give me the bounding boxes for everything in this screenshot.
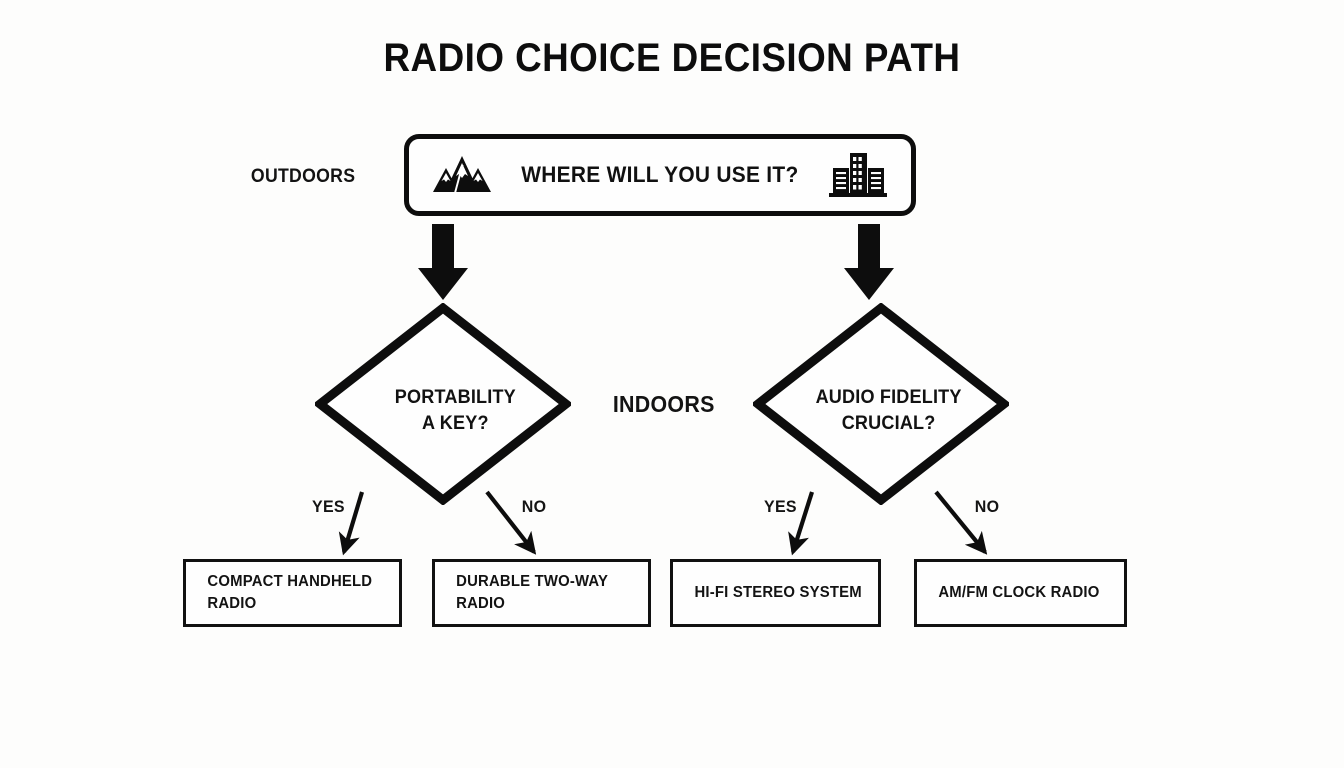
decision-label-line2: A KEY? [422, 413, 489, 434]
outcome-label-line1: HI-FI STEREO SYSTEM [694, 584, 862, 602]
decision-label-line2: CRUCIAL? [841, 413, 936, 434]
outcome-node-durable-two-way-radio[interactable]: DURABLE TWO-WAY RADIO [432, 559, 651, 627]
branch-label-audio-fidelity-yes: YES [764, 497, 797, 516]
city-buildings-icon [827, 151, 889, 199]
outcome-label-line1: COMPACT HANDHELD [207, 573, 373, 591]
outcome-node-label: HI-FI STEREO SYSTEM [694, 582, 861, 604]
branch-label-portability-yes: YES [312, 497, 345, 516]
mountains-icon [431, 151, 493, 199]
outcome-node-amfm-clock-radio[interactable]: AM/FM CLOCK RADIO [914, 559, 1127, 627]
outcome-node-label: COMPACT HANDHELD RADIO [207, 571, 372, 614]
outcome-label-line1: AM/FM CLOCK RADIO [938, 584, 1100, 602]
edge-label-indoors: INDOORS [612, 391, 715, 417]
arrow-root-to-audio-fidelity [844, 224, 894, 300]
decision-node-label: AUDIO FIDELITY CRUCIAL? [759, 303, 1002, 505]
outcome-label-line1: DURABLE TWO-WAY [456, 573, 609, 591]
outcome-label-line2: RADIO [207, 595, 257, 612]
outcome-node-label: AM/FM CLOCK RADIO [938, 582, 1099, 604]
outcome-label-line2: RADIO [456, 595, 506, 612]
diamond-shape [315, 303, 571, 505]
outcome-node-compact-handheld-radio[interactable]: COMPACT HANDHELD RADIO [183, 559, 402, 627]
branch-label-audio-fidelity-no: NO [974, 497, 1000, 516]
root-node-where-will-you-use-it[interactable]: WHERE WILL YOU USE IT? [404, 134, 916, 216]
decision-node-label: PORTABILITY A KEY? [321, 303, 564, 505]
outcome-node-hifi-stereo-system[interactable]: HI-FI STEREO SYSTEM [670, 559, 881, 627]
branch-label-portability-no: NO [521, 497, 547, 516]
outcome-node-label: DURABLE TWO-WAY RADIO [456, 571, 608, 614]
decision-node-portability[interactable]: PORTABILITY A KEY? [315, 303, 571, 505]
decision-label-line1: AUDIO FIDELITY [815, 387, 962, 409]
decision-node-audio-fidelity[interactable]: AUDIO FIDELITY CRUCIAL? [753, 303, 1009, 505]
arrow-root-to-portability [418, 224, 468, 300]
page-title: RADIO CHOICE DECISION PATH [383, 36, 961, 80]
edge-label-outdoors: OUTDOORS [250, 166, 356, 187]
decision-label-line1: PORTABILITY [394, 387, 516, 409]
diamond-shape [753, 303, 1009, 505]
root-node-label: WHERE WILL YOU USE IT? [521, 162, 799, 187]
